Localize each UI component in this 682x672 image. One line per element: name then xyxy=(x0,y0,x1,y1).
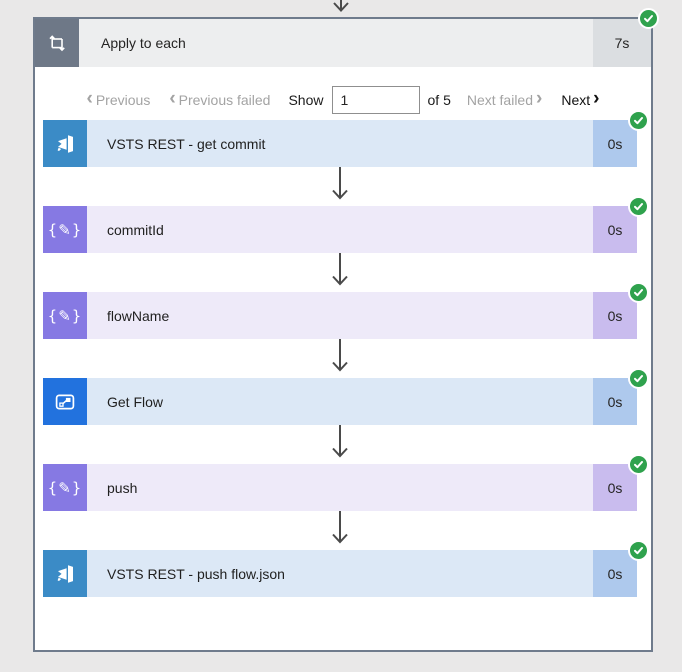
action-card-flowname[interactable]: {✎} flowName 0s xyxy=(43,282,649,339)
action-duration: 0s xyxy=(593,550,637,597)
scope-success-badge xyxy=(638,8,659,29)
foreach-loop-icon xyxy=(35,19,79,67)
action-title: VSTS REST - push flow.json xyxy=(87,550,593,597)
check-icon xyxy=(634,289,643,297)
connector-arrow-icon xyxy=(43,253,637,292)
chevron-left-icon: ‹ xyxy=(169,88,176,109)
of-total-label: of 5 xyxy=(427,92,451,108)
action-duration: 0s xyxy=(593,378,637,425)
check-icon xyxy=(634,375,643,383)
apply-to-each-scope: Apply to each 7s ‹ Previous ‹ Previous f… xyxy=(33,8,659,652)
action-duration: 0s xyxy=(593,464,637,511)
action-duration: 0s xyxy=(593,292,637,339)
scope-actions: VSTS REST - get commit 0s {✎} xyxy=(35,110,651,597)
scope-duration: 7s xyxy=(593,19,651,67)
action-card-get-flow[interactable]: Get Flow 0s xyxy=(43,368,649,425)
scope-header[interactable]: Apply to each 7s xyxy=(35,19,651,67)
next-label: Next xyxy=(561,92,591,108)
chevron-right-icon: › xyxy=(593,88,600,109)
action-title: commitId xyxy=(87,206,593,253)
action-card-push[interactable]: {✎} push 0s xyxy=(43,454,649,511)
connector-arrow-icon xyxy=(43,167,637,206)
chevron-right-icon: › xyxy=(536,88,543,109)
status-badge-success xyxy=(628,368,649,389)
next-failed-label: Next failed xyxy=(466,92,534,108)
action-card-vsts-push-flowjson[interactable]: VSTS REST - push flow.json 0s xyxy=(43,540,649,597)
previous-failed-button[interactable]: ‹ Previous failed xyxy=(166,88,271,109)
vsts-icon xyxy=(43,550,87,597)
iteration-number-input[interactable] xyxy=(331,86,420,114)
check-icon xyxy=(634,461,643,469)
action-title: flowName xyxy=(87,292,593,339)
variable-icon: {✎} xyxy=(43,464,87,511)
status-badge-success xyxy=(628,282,649,303)
check-icon xyxy=(634,547,643,555)
previous-failed-label: Previous failed xyxy=(178,92,271,108)
check-icon xyxy=(634,117,643,125)
next-failed-button[interactable]: Next failed › xyxy=(466,88,545,109)
show-label: Show xyxy=(288,92,324,108)
next-iteration-button[interactable]: Next › xyxy=(561,88,602,109)
status-badge-success xyxy=(628,540,649,561)
action-title: VSTS REST - get commit xyxy=(87,120,593,167)
variable-icon: {✎} xyxy=(43,292,87,339)
previous-iteration-button[interactable]: ‹ Previous xyxy=(84,88,151,109)
incoming-connector-arrow-icon xyxy=(331,0,351,21)
connector-arrow-icon xyxy=(43,425,637,464)
iteration-pager: ‹ Previous ‹ Previous failed Show of 5 N… xyxy=(35,86,651,114)
previous-label: Previous xyxy=(95,92,151,108)
action-title: Get Flow xyxy=(87,378,593,425)
status-badge-success xyxy=(628,454,649,475)
connector-arrow-icon xyxy=(43,339,637,378)
check-icon xyxy=(634,203,643,211)
variable-icon: {✎} xyxy=(43,206,87,253)
vsts-icon xyxy=(43,120,87,167)
chevron-left-icon: ‹ xyxy=(86,88,93,109)
flow-icon xyxy=(43,378,87,425)
action-title: push xyxy=(87,464,593,511)
status-badge-success xyxy=(628,110,649,131)
scope-title: Apply to each xyxy=(79,19,593,67)
action-card-vsts-get-commit[interactable]: VSTS REST - get commit 0s xyxy=(43,110,649,167)
check-icon xyxy=(644,15,653,23)
action-card-commitid[interactable]: {✎} commitId 0s xyxy=(43,196,649,253)
status-badge-success xyxy=(628,196,649,217)
action-duration: 0s xyxy=(593,120,637,167)
action-duration: 0s xyxy=(593,206,637,253)
connector-arrow-icon xyxy=(43,511,637,550)
